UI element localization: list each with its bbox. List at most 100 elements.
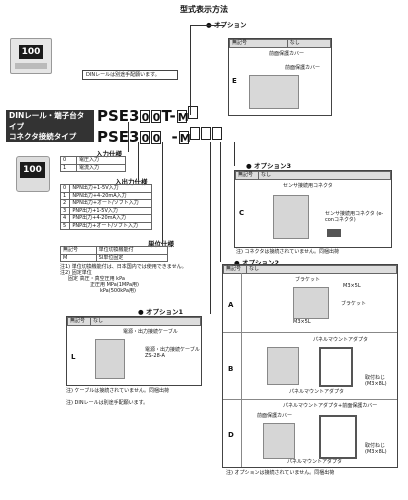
option-label: 前面保護カバー [269, 51, 305, 57]
code: 1 [59, 163, 78, 172]
option-label: パネルマウントアダプタ [287, 459, 343, 465]
code: 4 [59, 214, 71, 223]
code: 3 [59, 206, 71, 215]
option-code: A [228, 301, 234, 309]
sensor-image [267, 347, 299, 385]
code: 0 [59, 184, 71, 193]
type-din-label: DINレール・端子台タイプ [6, 110, 94, 132]
option-label: M3×5L [343, 283, 361, 289]
code: 0 [59, 156, 78, 165]
header-none: なし [90, 317, 201, 326]
digit-1: 0 [140, 110, 151, 124]
digit-1: 0 [140, 131, 151, 145]
note-line: 注1) 単位切換機能付は、日本国内では使用できません。 [60, 264, 187, 270]
option-label: 取付ねじ (M3×8L) [365, 375, 387, 387]
sensor-image [263, 423, 295, 459]
option-label: ブラケット [341, 301, 367, 307]
option-code: B [228, 365, 234, 373]
option2-box: 無記号なし A ブラケット M3×5L ブラケット M3×5L B パネルマウン… [222, 264, 398, 468]
header-code: 無記号 [229, 39, 288, 48]
label: 単位切換機能付 [95, 246, 169, 255]
model-suffix: - [171, 128, 178, 146]
option3-title: ● オプション3 [246, 162, 291, 170]
option1-note: 注) ケーブルは接続されていません。同梱出荷 [66, 388, 169, 394]
option2-note: 注) オプションは接続されていません。同梱出荷 [226, 470, 335, 476]
code: M [60, 253, 97, 262]
option-label: 電源・出力接続ケーブル ZS-28-A [145, 347, 200, 359]
option-label: パネルマウントアダプタ [289, 389, 345, 395]
option-code: L [71, 353, 76, 361]
sensor-image [95, 339, 125, 379]
label: SI単位固定 [95, 253, 169, 262]
display-screen: 100 [19, 45, 43, 59]
input-count-title: 入力仕様 [96, 150, 122, 158]
note-line: 正圧用 MPa(1MPa用) [90, 282, 140, 288]
option-label: 前面保護カバー [257, 413, 293, 419]
din-product-image: 100 [10, 38, 52, 74]
label: PNP出力+1-5V入力 [69, 206, 152, 215]
option-label: センサ接続用コネクタ (e-conコネクタ) [325, 211, 384, 223]
note-line: kPa(500kPa用) [100, 288, 136, 294]
option-slot-2 [200, 127, 211, 140]
label: NPN出力+1-5V入力 [69, 184, 152, 193]
option-slot [187, 106, 198, 119]
option3-note: 注) コネクタは接続されていません。同梱出荷 [236, 249, 340, 255]
option-code: E [232, 77, 237, 85]
header-none: なし [258, 171, 391, 180]
header-code: 無記号 [235, 171, 259, 180]
model-prefix: PSE3 [97, 107, 140, 125]
io-spec-title: 入出力仕様 [115, 178, 148, 186]
din-note-bottom: 注) DINレールは別途手配願います。 [66, 400, 149, 406]
header-code: 無記号 [67, 317, 91, 326]
panel-adapter-image [319, 415, 357, 459]
cover-image [249, 75, 299, 109]
din-note: DINレールは別途手配願います。 [82, 70, 178, 80]
label: NPN出力+オート/ソフト入力 [69, 199, 152, 208]
type-conn-label: コネクタ接続タイプ [6, 131, 94, 142]
digit-2: 0 [151, 110, 162, 124]
model-suffix: T- [161, 107, 176, 125]
connector-product-image: 100 [16, 156, 50, 192]
unit-digit: M [178, 131, 191, 145]
display-screen: 100 [20, 162, 45, 178]
option-label: 取付ねじ (M3×8L) [365, 443, 387, 455]
unit-spec-title: 単位仕様 [148, 240, 174, 248]
option-label: パネルマウントアダプタ+前面保護カバー [283, 403, 378, 409]
header-none: なし [246, 265, 397, 274]
sensor-image [273, 195, 309, 239]
code: 2 [59, 199, 71, 208]
label: 電流入力 [76, 163, 126, 172]
note-line: 固定 高圧・真空圧用 kPa [68, 276, 125, 282]
code: 無記号 [60, 246, 97, 255]
option3-box: 無記号なし C センサ接続用コネクタ センサ接続用コネクタ (e-conコネクタ… [234, 170, 392, 248]
header-code: 無記号 [223, 265, 247, 274]
code: 1 [59, 191, 71, 200]
label: PNP出力+4-20mA入力 [69, 214, 152, 223]
option-slot-1 [189, 127, 200, 140]
model-prefix: PSE3 [97, 128, 140, 146]
label: 電圧入力 [76, 156, 126, 165]
option-label: 電源・出力接続ケーブル [123, 329, 178, 335]
option-code: C [239, 209, 245, 217]
option-label: M3×5L [293, 319, 311, 325]
connector-image [327, 229, 341, 237]
option-top-box: 無記号なし E 前面保護カバー 前面保護カバー [228, 38, 332, 116]
header-none: なし [286, 39, 332, 48]
code: 5 [59, 221, 71, 230]
option-code: D [228, 431, 234, 439]
option-label: パネルマウントアダプタ [313, 337, 369, 343]
option1-title: ● オプション1 [138, 308, 183, 316]
digit-2: 0 [151, 131, 162, 145]
label: NPN出力+4-20mA入力 [69, 191, 152, 200]
panel-adapter-image [319, 347, 353, 387]
option2-title: ● オプション2 [234, 259, 279, 267]
page-title: 型式表示方法 [180, 5, 228, 14]
unit-digit: M [176, 110, 189, 124]
unit-notes: 注1) 単位切換機能付は、日本国内では使用できません。 注2) 固定単位 固定 … [60, 264, 200, 294]
option-label: 前面保護カバー [285, 65, 321, 71]
